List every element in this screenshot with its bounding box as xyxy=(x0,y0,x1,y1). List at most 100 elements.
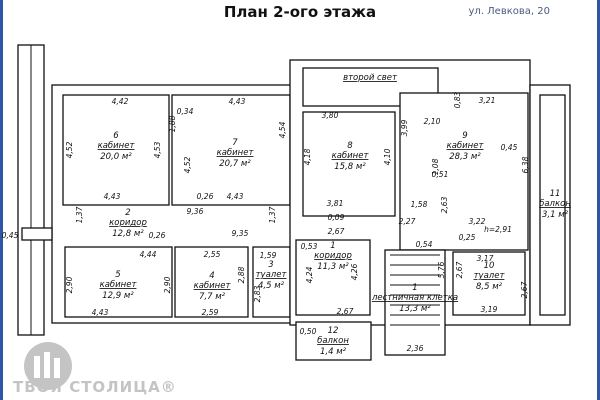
room-name: кабинет xyxy=(98,141,136,151)
dimension-label: 4,42 xyxy=(112,97,129,106)
dimension-label: 2,59 xyxy=(202,308,219,317)
dimension-label: 4,10 xyxy=(383,148,392,165)
room-name: кабинет xyxy=(194,281,232,291)
room-name: туалет xyxy=(474,271,506,281)
dimension-label: 2,36 xyxy=(407,344,424,353)
dimension-label: h=2,91 xyxy=(484,225,512,234)
room-number: 10 xyxy=(484,261,495,271)
room-name: коридор xyxy=(109,218,147,228)
room-number: 1 xyxy=(412,283,417,293)
dimension-label: 2,90 xyxy=(65,276,74,293)
room-number: 11 xyxy=(550,189,561,199)
room-name: балкон xyxy=(317,336,349,346)
logo-text: ТВОЯ СТОЛИЦА® xyxy=(13,378,177,396)
dimension-label: 2,10 xyxy=(424,117,441,126)
right-border xyxy=(597,0,600,400)
room-number: 12 xyxy=(328,326,339,336)
dimension-label: 1,59 xyxy=(260,251,277,260)
dimension-label: 9,35 xyxy=(232,229,249,238)
dimension-label: 4,24 xyxy=(305,266,314,283)
dimension-label: 4,54 xyxy=(278,121,287,138)
dimension-label: 2,27 xyxy=(399,217,416,226)
dimension-label: 3,81 xyxy=(327,199,344,208)
dimension-label: 2,55 xyxy=(204,250,221,259)
dimension-label: 4,43 xyxy=(229,97,246,106)
room-area: 1,4 м² xyxy=(320,347,347,357)
dimension-label: 4,43 xyxy=(227,192,244,201)
room-area: 12,9 м² xyxy=(102,291,134,301)
room-number: 3 xyxy=(268,260,273,270)
central-walls xyxy=(289,59,571,361)
dimension-label: 0,25 xyxy=(459,233,476,242)
dimension-label: 5,76 xyxy=(437,261,446,278)
dimension-label: 1,58 xyxy=(411,200,428,209)
dimension-label: 0,26 xyxy=(197,192,214,201)
dimension-label: 4,52 xyxy=(65,141,74,158)
dimension-label: 0,83 xyxy=(453,91,462,108)
dimension-label: 4,26 xyxy=(350,263,359,280)
room-name: коридор xyxy=(314,251,352,261)
dimension-label: 1,08 xyxy=(431,158,440,175)
room-name: балкон xyxy=(539,199,571,209)
stair-steps xyxy=(390,254,440,326)
dimension-label: 4,18 xyxy=(303,148,312,165)
room-name: туалет xyxy=(256,270,288,280)
dimension-label: 4,43 xyxy=(92,308,109,317)
dimension-label: 6,38 xyxy=(521,156,530,173)
dimension-label: 2,67 xyxy=(520,281,529,298)
room-area: 13,3 м² xyxy=(399,304,431,314)
dimension-label: 0,50 xyxy=(300,327,317,336)
dimension-label: 0,54 xyxy=(416,240,433,249)
dimension-label: 0,09 xyxy=(328,213,345,222)
room-name: кабинет xyxy=(332,151,370,161)
room-area: 8,5 м² xyxy=(476,282,503,292)
dimension-label: 4,43 xyxy=(104,192,121,201)
dimension-label: 0,53 xyxy=(301,242,318,251)
page-title: План 2-ого этажа xyxy=(223,3,377,21)
left-wing-walls xyxy=(21,84,296,324)
dimension-label: 2,67 xyxy=(328,227,345,236)
room-name: кабинет xyxy=(447,141,485,151)
room-number: 9 xyxy=(462,131,467,141)
room-name: лестничная клетка xyxy=(371,293,458,303)
dimension-label: 0,34 xyxy=(177,107,194,116)
room-area: 3,1 м² xyxy=(542,210,569,220)
dimension-label: 0,45 xyxy=(501,143,518,152)
dimension-label: 3,80 xyxy=(322,111,339,120)
room-name: кабинет xyxy=(217,148,255,158)
dimension-label: 2,83 xyxy=(253,285,262,302)
dimension-label: 1,88 xyxy=(168,115,177,132)
dimension-label: 3,19 xyxy=(481,305,498,314)
logo xyxy=(24,342,72,390)
room-area: 11,3 м² xyxy=(317,262,349,272)
dimension-label: 2,63 xyxy=(440,196,449,213)
dimension-label: 3,22 xyxy=(469,217,486,226)
dimension-label: 2,67 xyxy=(337,307,354,316)
address: ул. Левкова, 20 xyxy=(468,6,551,17)
dimension-label: 4,44 xyxy=(140,250,157,259)
room-number: 4 xyxy=(209,271,214,281)
room-area: 4,5 м² xyxy=(258,281,285,291)
dimension-label: 2,67 xyxy=(455,261,464,278)
room-area: 15,8 м² xyxy=(334,162,366,172)
dimension-label: 2,90 xyxy=(163,276,172,293)
room-number: 2 xyxy=(125,208,130,218)
room-area: 28,3 м² xyxy=(449,152,481,162)
left-border xyxy=(0,0,3,400)
room-number: 8 xyxy=(347,141,353,151)
room-number: 6 xyxy=(113,131,119,141)
room-number: 7 xyxy=(232,138,238,148)
dimension-label: 3,21 xyxy=(479,96,496,105)
room-name: второй свет xyxy=(343,73,398,83)
room-area: 7,7 м² xyxy=(199,292,226,302)
exterior-stairs xyxy=(17,44,45,336)
dimension-label: 1,37 xyxy=(268,206,277,223)
dimension-label: 0,51 xyxy=(432,170,449,179)
dimension-label: 0,45 xyxy=(2,231,19,240)
room-area: 20,0 м² xyxy=(100,152,132,162)
dimension-label: 9,36 xyxy=(187,207,204,216)
dimension-label: 1,37 xyxy=(75,206,84,223)
dimension-label: 4,52 xyxy=(183,156,192,173)
dimension-label: 3,17 xyxy=(477,254,494,263)
